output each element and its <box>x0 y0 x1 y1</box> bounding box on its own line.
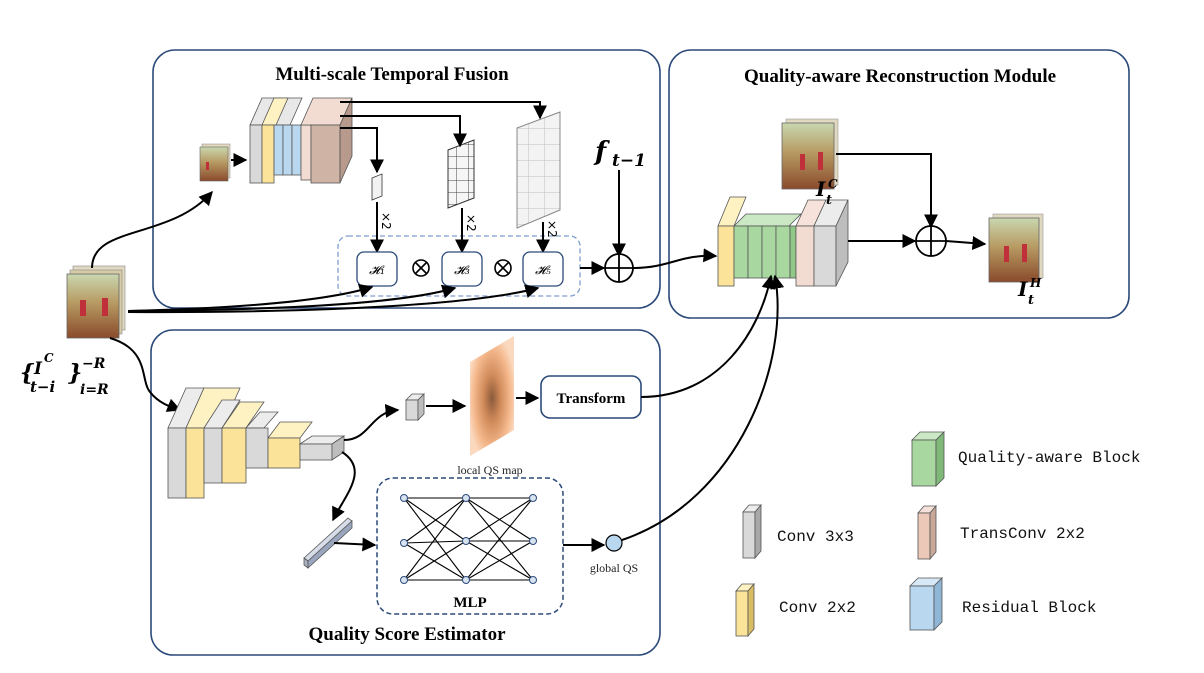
encoder-to-scale5-arrow <box>340 101 547 120</box>
svg-text:H: H <box>1029 276 1042 290</box>
output-frame <box>988 213 1044 283</box>
input-frame-stack <box>66 265 126 339</box>
h5-block: 𝓗₅ <box>522 251 564 287</box>
legend-quality-block-icon <box>911 431 945 487</box>
downsampled-frame <box>199 143 231 182</box>
estimator-title: Quality Score Estimator <box>308 624 506 645</box>
legend-residual-label: Residual Block <box>962 599 1096 617</box>
encoder-to-global-arrow <box>332 451 356 522</box>
temporal-fusion-title: Multi-scale Temporal Fusion <box>275 64 509 85</box>
svg-text:}: } <box>68 360 82 386</box>
multiply-symbol-2 <box>494 259 512 277</box>
input-to-fusion-arrow <box>91 190 213 269</box>
legend-transconv-icon <box>917 504 937 561</box>
legend-conv2-icon <box>735 582 755 638</box>
plus-to-reconstruction-arrow <box>632 248 718 269</box>
estimator-encoder <box>167 387 346 499</box>
transform-label: Transform <box>557 391 626 407</box>
input-to-h3-arrow <box>127 284 457 312</box>
input-to-h5-arrow <box>127 284 540 314</box>
svg-text:i=R: i=R <box>80 382 109 398</box>
upsample-label-1: ×2 <box>379 212 393 230</box>
output-frame-label: I H t <box>1017 276 1042 308</box>
svg-text:I: I <box>1017 277 1028 301</box>
svg-text:t−1: t−1 <box>612 151 646 171</box>
h3-label: 𝓗₃ <box>454 263 470 277</box>
global-qs-node <box>605 534 623 552</box>
local-feature-block <box>405 393 425 421</box>
fusion-encoder <box>249 97 353 184</box>
svg-text:t−i: t−i <box>30 378 55 396</box>
current-frame-label: I C t <box>815 177 838 208</box>
estimator-panel <box>150 329 661 656</box>
current-frame <box>781 118 839 190</box>
encoder-to-scale1-arrow <box>340 127 384 174</box>
global-qs-to-reconstruction-arrow <box>621 274 785 541</box>
legend-conv3-label: Conv 3x3 <box>777 528 854 546</box>
h5-label: 𝓗₅ <box>535 263 551 277</box>
svg-text:I: I <box>815 177 826 201</box>
previous-feature-label: f t−1 <box>593 137 646 171</box>
encoder-to-scale3-arrow <box>340 115 467 148</box>
global-qs-label: global QS <box>590 561 638 575</box>
transform-block: Transform <box>540 375 642 419</box>
upsample-label-3: ×2 <box>464 214 478 232</box>
svg-text:C: C <box>828 177 838 191</box>
encoder-to-local-arrow <box>343 403 400 441</box>
add-to-output-arrow <box>945 236 987 251</box>
local-qs-map-label: local QS map <box>457 463 522 477</box>
svg-text:t: t <box>826 193 832 208</box>
svg-text:−R: −R <box>82 356 105 372</box>
feature-map-scale5 <box>516 111 561 229</box>
temporal-fusion-panel <box>152 49 661 309</box>
h3-block: 𝓗₃ <box>441 251 483 287</box>
flatten-vector <box>303 517 353 569</box>
svg-text:f: f <box>593 137 610 167</box>
legend-residual-icon <box>909 577 943 631</box>
mlp-label: MLP <box>453 595 486 611</box>
feature-map-scale1 <box>371 173 383 201</box>
local-qs-map <box>470 336 514 456</box>
reconstruction-network <box>717 196 849 287</box>
output-add-symbol <box>915 225 947 257</box>
svg-text:t: t <box>1028 293 1034 308</box>
legend: Quality-aware Block TransConv 2x2 Conv 3… <box>735 431 1140 638</box>
h1-block: 𝓗₁ <box>356 251 398 287</box>
h1-label: 𝓗₁ <box>369 263 385 277</box>
fusion-add-symbol <box>604 253 634 283</box>
legend-quality-block-label: Quality-aware Block <box>958 449 1140 467</box>
reconstruction-panel <box>668 49 1130 319</box>
legend-transconv-label: TransConv 2x2 <box>960 525 1085 543</box>
feature-map-scale3 <box>447 139 475 209</box>
svg-text:{: { <box>20 360 35 386</box>
input-to-estimator-arrow <box>109 337 182 412</box>
input-sequence-label: { I C t−i } −R i=R <box>20 351 109 398</box>
svg-text:I: I <box>33 359 43 379</box>
fusion-block-container <box>337 235 581 297</box>
legend-conv2-label: Conv 2x2 <box>779 599 856 617</box>
reconstruction-title: Quality-aware Reconstruction Module <box>744 66 1056 87</box>
multiply-symbol-1 <box>412 259 430 277</box>
svg-text:C: C <box>44 351 54 365</box>
current-frame-to-add-arrow <box>836 153 938 229</box>
upsample-label-5: ×2 <box>545 220 559 238</box>
vector-to-mlp-arrow <box>333 537 377 552</box>
transform-to-reconstruction-arrow <box>640 274 776 398</box>
mlp-block: MLP <box>376 477 564 615</box>
legend-conv3-icon <box>742 503 762 560</box>
